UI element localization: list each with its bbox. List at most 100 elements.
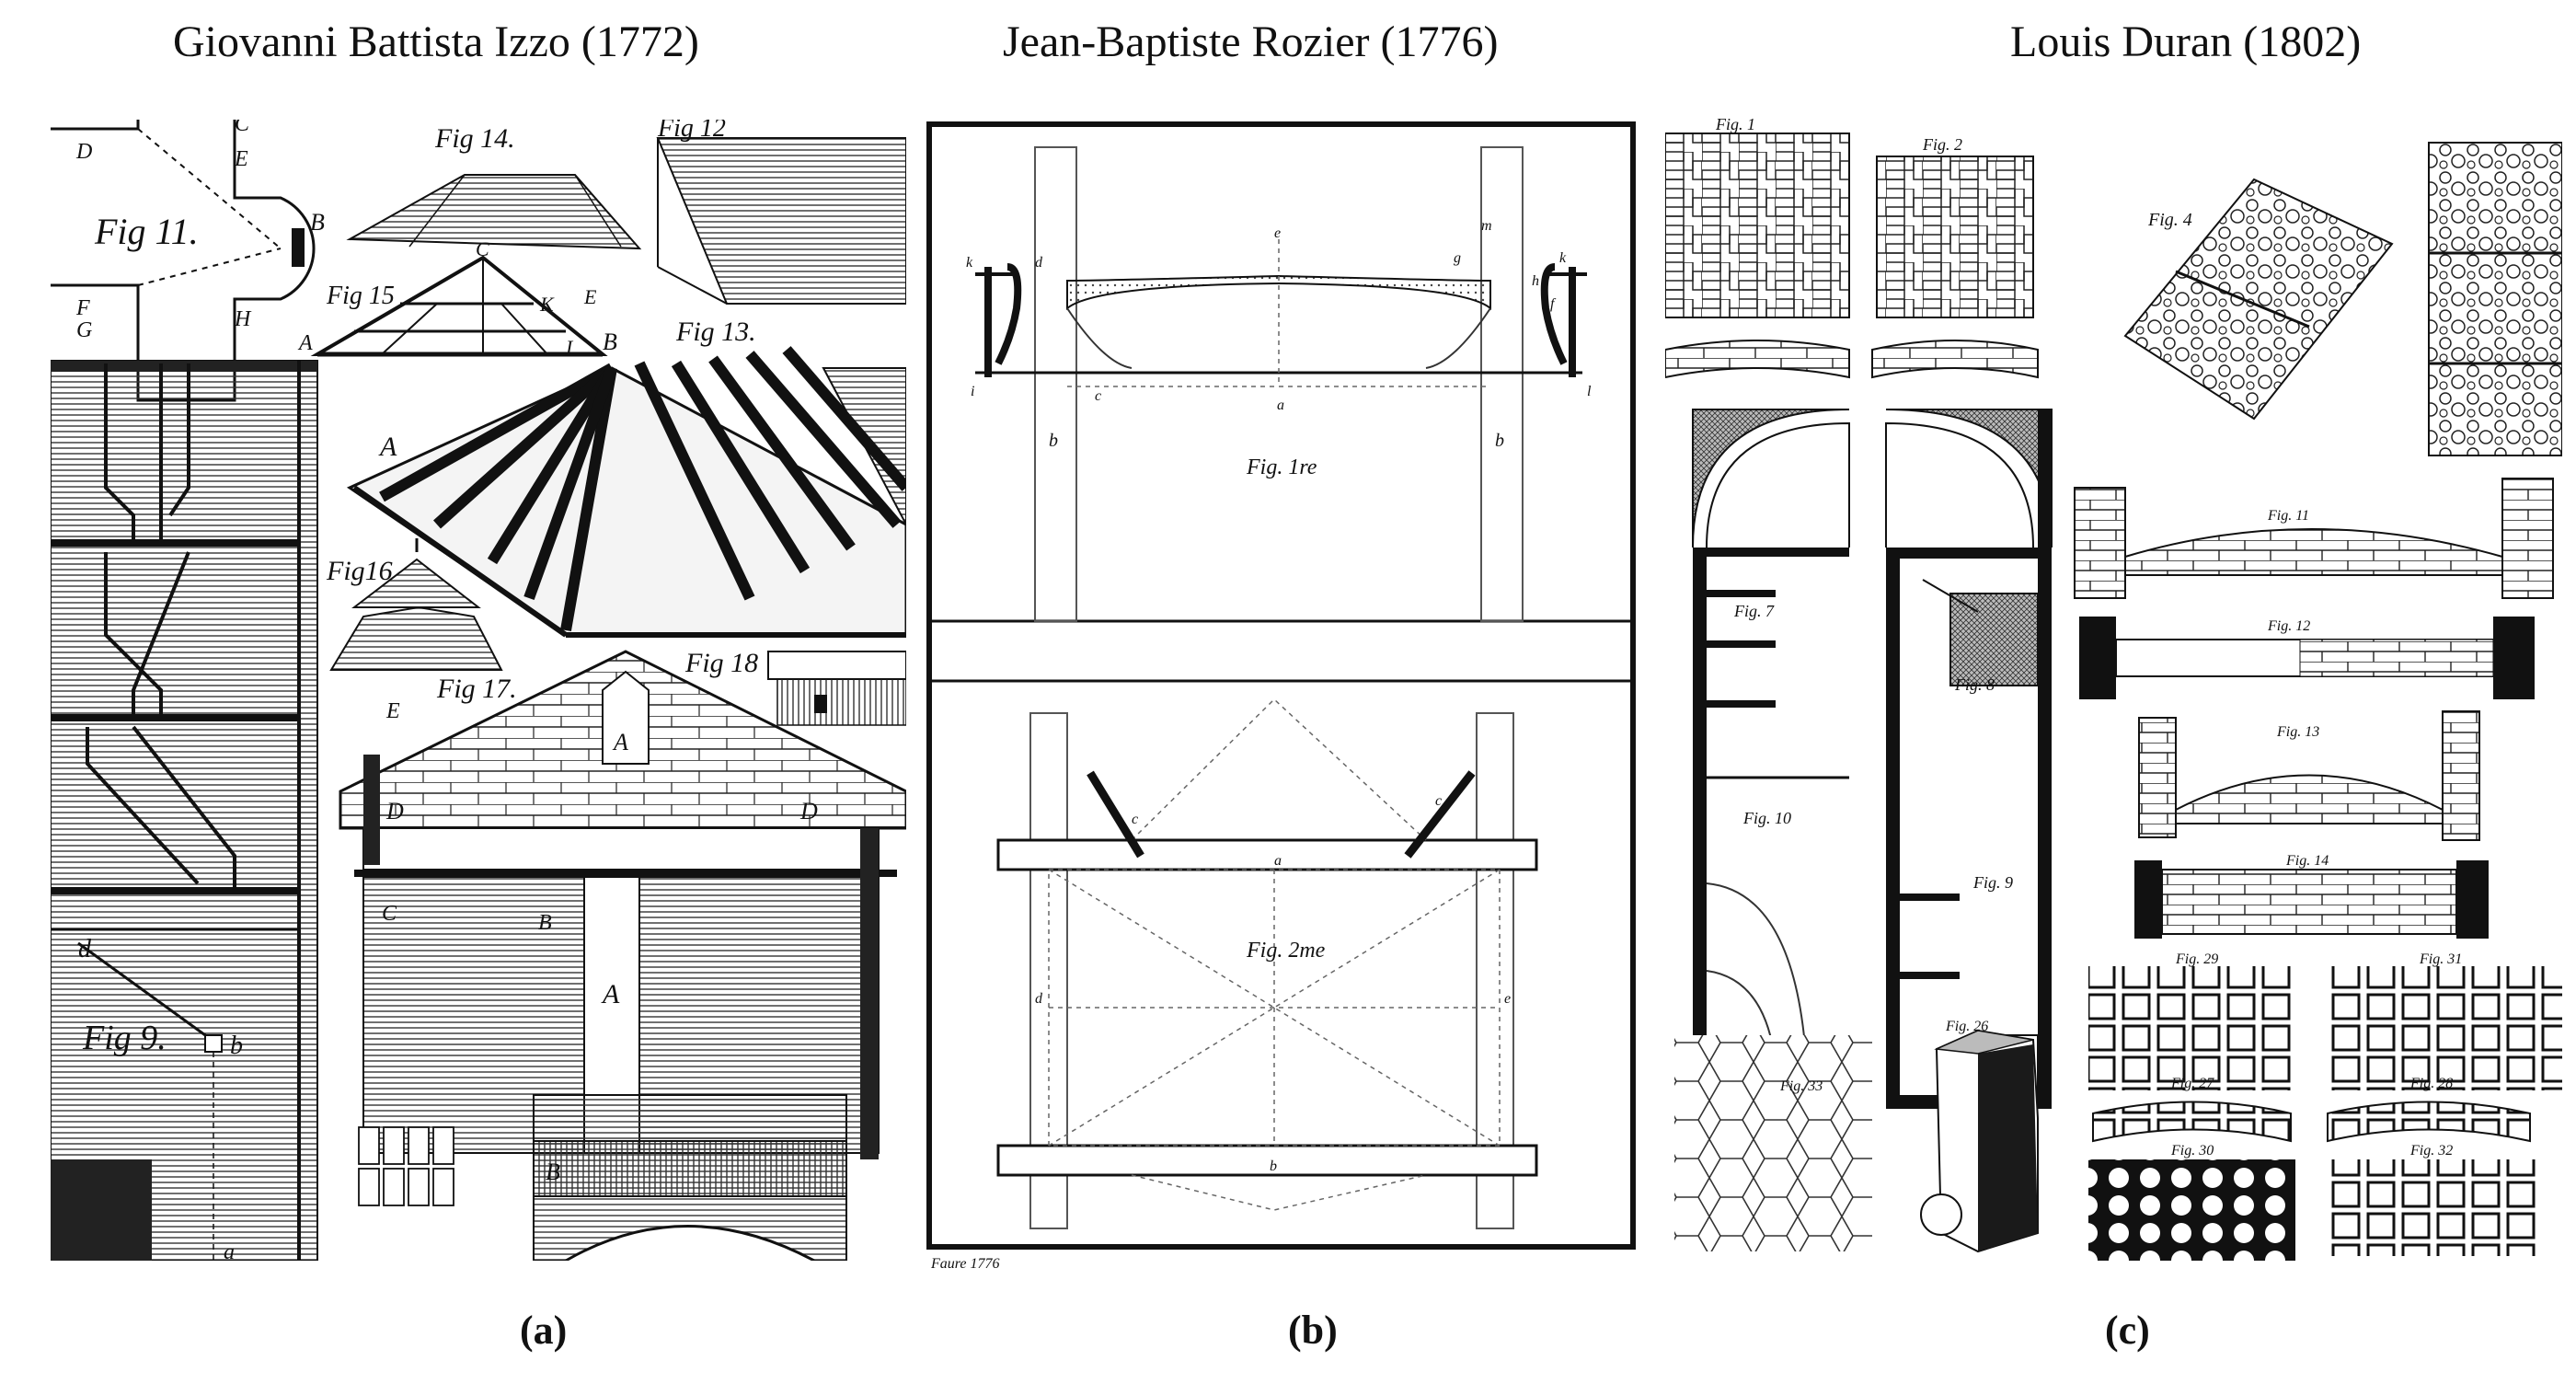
izzo-fig12-plane: Fig 12 [656,120,906,305]
izzo-fig13-label: Fig 13. [675,317,756,347]
rozier-letter-g: g [1454,250,1461,266]
izzo-letter-e-truss: E [583,285,597,308]
izzo-fig16-label: Fig16 [326,556,393,586]
duran-fig27-fig32-bonds: Fig. 29 Fig. 31 Fig. 27 Fig. 28 Fig. 30 … [2088,951,2562,1261]
izzo-letter-d2-fig17: D [799,798,818,824]
izzo-fig16-cupola: Fig16 [326,538,503,671]
rozier-letter-c2: c [1435,793,1442,809]
rozier-letter-l: l [1587,384,1592,399]
izzo-letter-a-fig17: A [612,729,628,755]
izzo-fig17-label: Fig 17. [436,674,517,704]
rozier-letter-f: f [1550,296,1557,312]
rozier-letter-e: e [1274,225,1281,241]
izzo-letter-e-fig17: E [385,699,400,723]
izzo-letter-c: C [235,120,250,136]
izzo-letter-f: F [75,296,90,320]
duran-fig7-label: Fig. 7 [1733,602,1775,620]
duran-fig11-label: Fig. 11 [2267,508,2309,524]
duran-fig7-fig10-plans: Fig. 7 Fig. 8 Fig. 9 Fig. 10 [1692,409,2053,1109]
izzo-plate: Fig 11. B E C D F G H Fig 14. Fig 12 Fig… [51,120,906,1261]
panel-a-title: Giovanni Battista Izzo (1772) [173,17,699,66]
izzo-letter-a2-fig17: A [601,979,620,1009]
duran-fig1-paving: Fig. 1 [1665,115,1850,379]
izzo-letter-b-fig17: B [538,911,552,935]
duran-fig10-label: Fig. 10 [1742,809,1791,827]
duran-fig14-label: Fig. 14 [2285,853,2329,869]
rozier-letter-b: b [1049,431,1058,451]
izzo-fig14-roof: Fig 14. [346,123,642,250]
izzo-arch-detail: B [533,1094,847,1261]
panel-b-caption: (b) [1288,1308,1338,1353]
izzo-letter-a-fig13: A [378,432,397,462]
rozier-fig2-plan: Fig. 2me a b c c d e [996,698,1538,1229]
duran-fig26-label: Fig. 26 [1945,1019,1988,1034]
rozier-plate: Fig. 1re a b b c e g m f h k l i k d Fig… [926,121,1636,1272]
izzo-fig14-label: Fig 14. [434,123,515,154]
izzo-letter-h: H [234,307,252,331]
izzo-fig11-plan: Fig 11. B E C D F G H [51,120,325,402]
izzo-chimney-elevation: d b a Fig 9. [51,360,318,1261]
izzo-letter-b-fig13: B [603,329,617,355]
duran-fig29-label: Fig. 29 [2175,951,2218,967]
izzo-letter-k: K [539,293,555,316]
izzo-letter-c-truss: C [476,237,489,260]
izzo-tile-grid [358,1126,454,1206]
izzo-fig15-truss: Fig 15 A C K E I [297,237,608,359]
rozier-letter-d2: d [1035,991,1043,1007]
rozier-fig1-ceiling: Fig. 1re a b b c e g m f h k l i k d [966,146,1592,622]
rozier-letter-k2: k [966,255,973,271]
izzo-fig9-label: Fig 9. [82,1019,167,1057]
rozier-letter-a: a [1277,398,1284,413]
izzo-fig18-detail: Fig 18 [684,648,906,726]
panel-c-title: Louis Duran (1802) [2010,17,2362,66]
duran-fig27-label: Fig. 27 [2170,1076,2214,1091]
duran-fig4-label: Fig. 4 [2147,210,2192,230]
izzo-letter-c-fig17: C [382,902,397,926]
duran-fig13-label: Fig. 13 [2276,724,2319,740]
izzo-letter-d-lower: d [78,935,92,963]
duran-plate: Fig. 1 Fig. 2 Fig. 4 [1665,115,2562,1261]
duran-fig4-block: Fig. 4 [2123,142,2562,456]
rozier-letter-c: c [1095,388,1101,404]
izzo-letter-b-arch: B [546,1159,560,1185]
rozier-letter-a2: a [1274,853,1282,869]
izzo-letter-b-lower: b [230,1032,243,1060]
duran-fig28-label: Fig. 28 [2409,1076,2453,1091]
izzo-fig15-label: Fig 15 [326,282,395,310]
izzo-letter-d: D [75,140,92,164]
duran-fig26-block: Fig. 26 [1920,1019,2039,1253]
rozier-letter-d: d [1035,255,1043,271]
rozier-letter-h: h [1532,273,1539,289]
rozier-letter-i: i [971,384,974,399]
izzo-letter-d-fig17: D [385,798,404,824]
duran-fig32-label: Fig. 32 [2409,1143,2453,1159]
duran-fig11-fig14-arches: Fig. 11 Fig. 12 Fig. 13 Fig. 14 [2074,478,2554,939]
rozier-imprint: Faure 1776 [930,1256,1000,1272]
duran-fig2-paving: Fig. 2 [1871,135,2039,379]
izzo-fig11-label: Fig 11. [94,211,199,252]
izzo-fig18-label: Fig 18 [684,648,758,678]
rozier-fig2-label: Fig. 2me [1246,939,1326,963]
izzo-letter-a: A [297,331,313,355]
rozier-letter-m: m [1481,218,1492,234]
rozier-letter-b2: b [1495,431,1504,451]
panel-c-caption: (c) [2105,1308,2150,1353]
duran-fig31-label: Fig. 31 [2419,951,2462,967]
izzo-letter-a-lower: a [224,1240,235,1261]
rozier-letter-c3: c [1132,812,1138,827]
duran-fig1-label: Fig. 1 [1715,115,1755,133]
panel-b-title: Jean-Baptiste Rozier (1776) [1003,17,1499,66]
duran-fig30-label: Fig. 30 [2170,1143,2214,1159]
rozier-fig1-label: Fig. 1re [1246,455,1317,479]
rozier-letter-e2: e [1504,991,1511,1007]
duran-fig33-hex: Fig. 33 [1674,1035,1872,1251]
duran-fig2-label: Fig. 2 [1922,135,1962,154]
izzo-letter-g: G [76,318,92,342]
duran-fig12-label: Fig. 12 [2267,618,2310,634]
izzo-fig17-section: Fig 17. D D A A C B E [339,650,906,1159]
duran-fig8-label: Fig. 8 [1954,675,1995,694]
duran-fig33-label: Fig. 33 [1779,1078,1823,1094]
rozier-letter-b3: b [1270,1159,1277,1174]
izzo-letter-i: I [565,336,574,359]
izzo-letter-b: B [310,209,325,236]
